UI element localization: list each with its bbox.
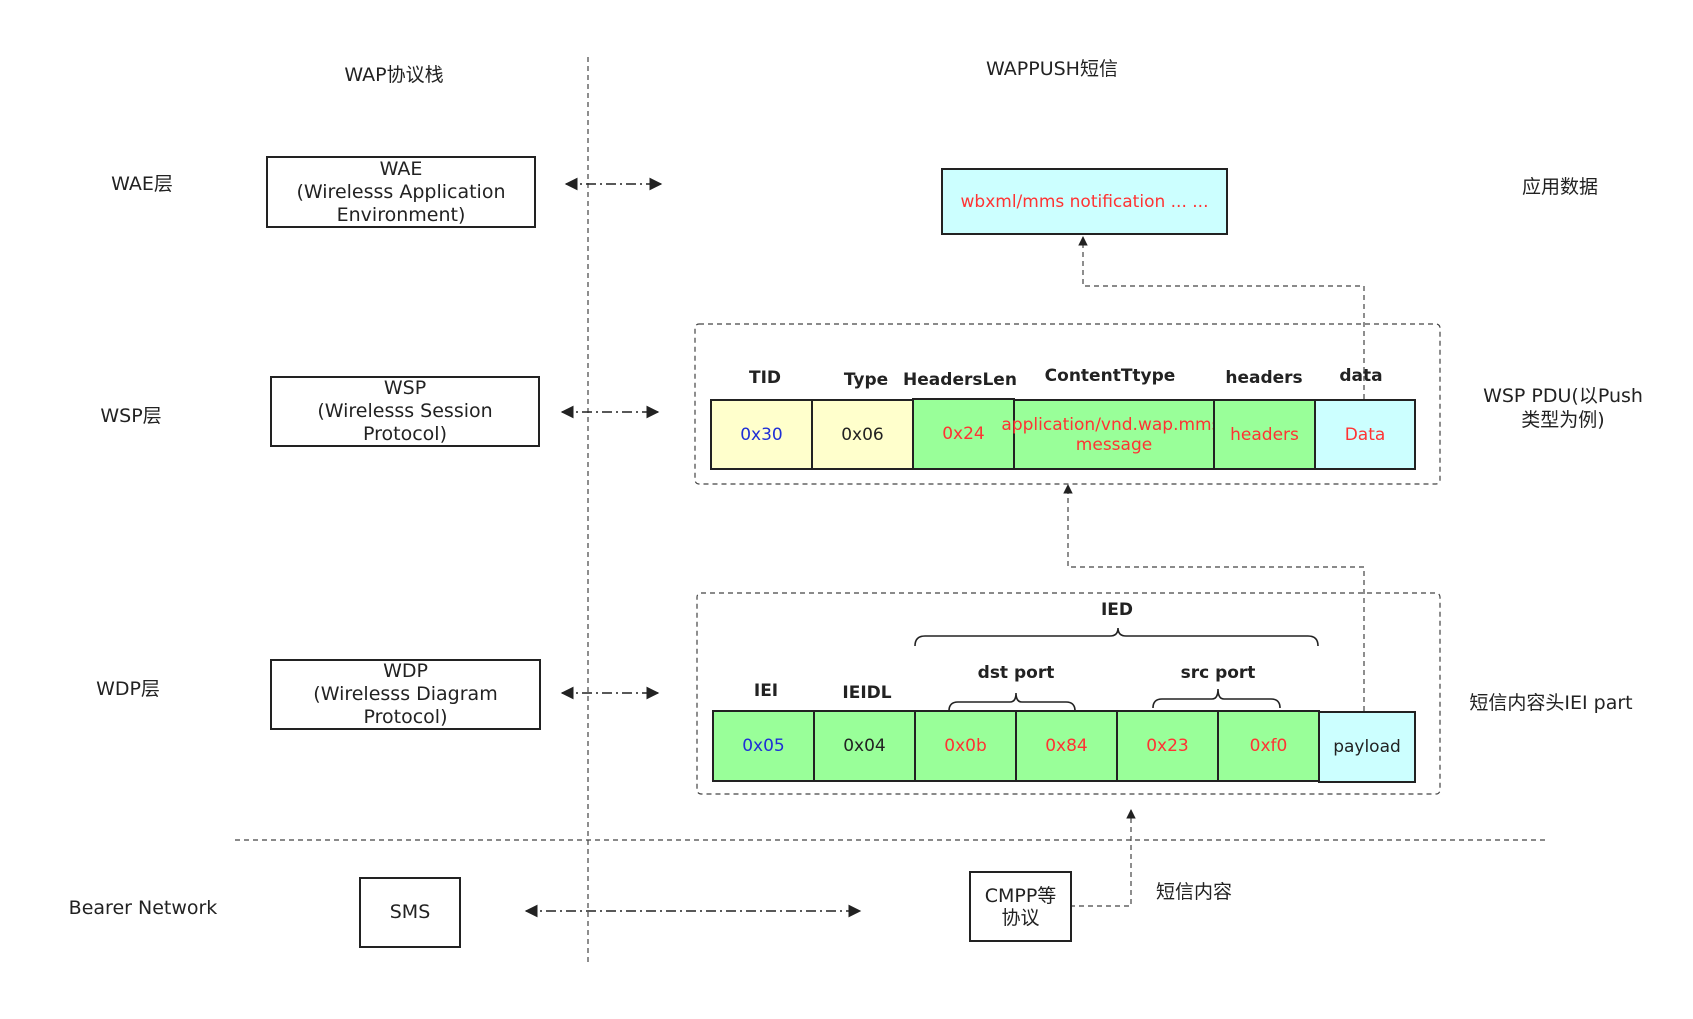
- wsp-pdu-side-label-line-1: WSP PDU(以Push: [1483, 385, 1643, 407]
- wdp-box-line-1: WDP: [383, 660, 428, 682]
- iei-label: IEI: [753, 681, 779, 701]
- wsp-box: WSP (Wirelesss Session Protocol): [270, 376, 540, 447]
- wsp-header-tid: TID: [748, 368, 782, 388]
- wdp-box-line-2: (Wirelesss Diagram: [313, 683, 498, 705]
- wsp-cell-headerslen: 0x24: [912, 398, 1015, 470]
- wdp-box: WDP (Wirelesss Diagram Protocol): [270, 659, 541, 730]
- wdp-layer-label: WDP层: [96, 678, 160, 700]
- ied-brace: [914, 627, 1319, 647]
- wsp-header-headers: headers: [1225, 368, 1303, 388]
- dst-port-label: dst port: [977, 663, 1055, 683]
- sms-box-text: SMS: [389, 901, 431, 923]
- wsp-cell-contenttype: application/vnd.wap.mms-message: [1001, 399, 1227, 470]
- wae-box-line-1: WAE: [379, 157, 423, 180]
- sms-cell-dst-port-hi: 0x0b: [914, 710, 1017, 782]
- wsp-pdu-frame: [694, 323, 1441, 485]
- wsp-pdu-side-label: WSP PDU(以Push 类型为例): [1483, 384, 1643, 432]
- wsp-box-line-2: (Wirelesss Session: [317, 400, 493, 422]
- cmpp-to-smsheader-connector: [1070, 809, 1136, 907]
- wsp-cell-headers: headers: [1213, 399, 1316, 470]
- app-data-side-label: 应用数据: [1521, 176, 1599, 198]
- wsp-layer-label: WSP层: [100, 405, 162, 427]
- src-port-brace: [1152, 688, 1281, 709]
- src-port-label: src port: [1180, 663, 1256, 683]
- cmpp-box-line-2: 协议: [1001, 906, 1040, 929]
- sms-header-frame: [696, 592, 1441, 795]
- sms-cell-src-port-lo: 0xf0: [1217, 710, 1320, 782]
- sms-cell-src-port-hi: 0x23: [1116, 710, 1219, 782]
- wae-layer-label: WAE层: [111, 173, 173, 195]
- wsp-header-contenttype: ContentTtype: [1044, 366, 1176, 386]
- wsp-pdu-side-label-line-2: 类型为例): [1521, 409, 1605, 431]
- wae-box-line-3: Environment): [336, 203, 466, 226]
- wsp-cell-data: Data: [1314, 399, 1416, 470]
- wsp-header-type: Type: [843, 370, 889, 390]
- wsp-cell-type: 0x06: [811, 399, 914, 470]
- bearer-network-label: Bearer Network: [68, 897, 218, 919]
- cmpp-box: CMPP等 协议: [969, 871, 1072, 942]
- sms-cell-payload: payload: [1318, 711, 1416, 783]
- wae-box: WAE (Wirelesss Application Environment): [266, 156, 536, 228]
- sms-header-side-label: 短信内容头IEI part: [1469, 692, 1633, 714]
- cmpp-box-line-1: CMPP等: [984, 884, 1057, 907]
- ieidl-label: IEIDL: [842, 683, 892, 703]
- sms-cell-ieidl: 0x04: [813, 710, 916, 782]
- wsp-box-line-1: WSP: [383, 377, 427, 399]
- wsp-cell-tid: 0x30: [710, 399, 813, 470]
- data-to-appdata-connector: [1078, 236, 1365, 399]
- sms-cell-iei: 0x05: [712, 710, 815, 782]
- wsp-header-headerslen: HeadersLen: [903, 370, 1017, 390]
- wdp-box-line-3: Protocol): [363, 706, 448, 728]
- ied-label: IED: [1100, 600, 1134, 620]
- cmpp-side-label: 短信内容: [1155, 881, 1233, 903]
- wae-box-line-2: (Wirelesss Application: [296, 180, 506, 203]
- app-data-box: wbxml/mms notification ... ...: [941, 168, 1228, 235]
- wsp-box-line-3: Protocol): [363, 423, 447, 445]
- stack-column-title: WAP协议栈: [344, 64, 444, 86]
- sms-box: SMS: [359, 877, 461, 948]
- sms-cell-dst-port-lo: 0x84: [1015, 710, 1118, 782]
- wappush-column-title: WAPPUSH短信: [986, 58, 1118, 80]
- wsp-header-data: data: [1339, 366, 1383, 386]
- dst-port-brace: [948, 692, 1076, 712]
- payload-to-wsppdu-connector: [1063, 484, 1365, 711]
